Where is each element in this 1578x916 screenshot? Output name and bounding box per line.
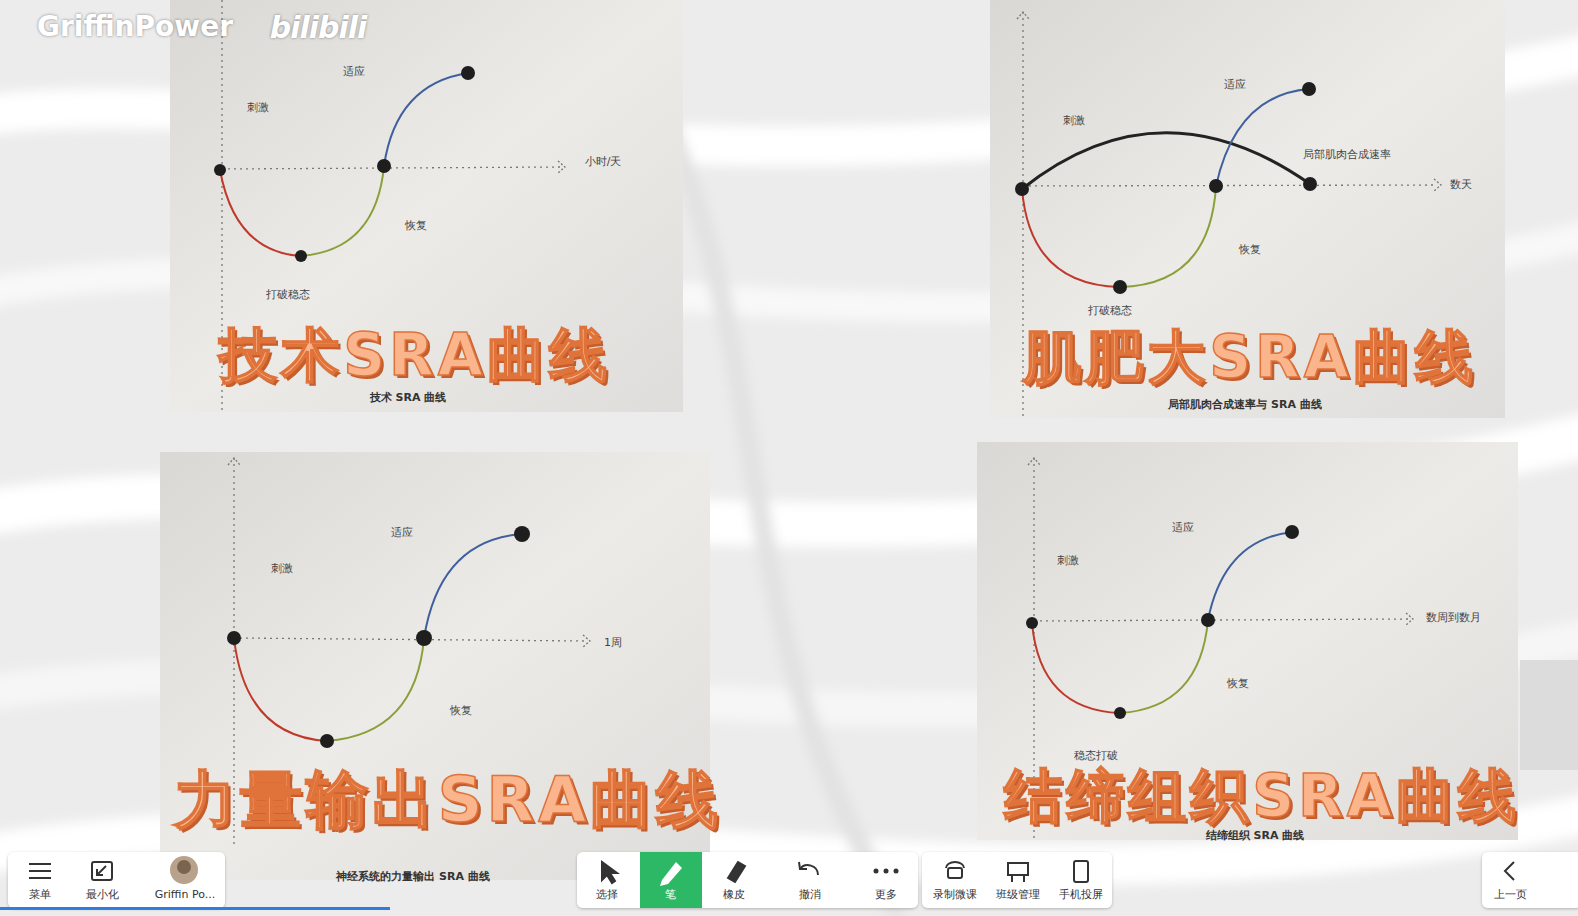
figure-caption: 局部肌肉合成速率与 SRA 曲线 xyxy=(1168,399,1322,412)
toolbar-label: 最小化 xyxy=(86,889,119,902)
diagram-panel: 力量输出SRA曲线神经系统的力量输出 SRA 曲线 xyxy=(160,452,710,880)
diagram-panel: 结缔组织SRA曲线结缔组织 SRA 曲线 xyxy=(977,442,1518,840)
chart-label: 刺激 xyxy=(271,563,293,576)
chart-label: 打破稳态 xyxy=(266,289,310,302)
toolbar-label: 选择 xyxy=(596,889,618,902)
chart-label: 小时/天 xyxy=(585,156,622,169)
chart-label: 恢复 xyxy=(1239,244,1261,257)
watermark: GriffinPower xyxy=(37,11,233,43)
overlay-title: 肌肥大SRA曲线 xyxy=(1023,324,1476,391)
chart-label: 刺激 xyxy=(247,102,269,115)
toolbar-label: 菜单 xyxy=(29,889,51,902)
toolbar-label: 笔 xyxy=(665,889,676,902)
chart-label: 适应 xyxy=(343,66,365,79)
watermark: bilibili xyxy=(270,11,367,46)
chart-label: 稳态打破 xyxy=(1074,750,1118,763)
figure-caption: 结缔组织 SRA 曲线 xyxy=(1206,830,1305,843)
diagram-panel: 技术SRA曲线技术 SRA 曲线 xyxy=(170,0,683,412)
chart-label: 恢复 xyxy=(450,705,472,718)
chart-label: 适应 xyxy=(1224,79,1246,92)
chart-label: 刺激 xyxy=(1057,555,1079,568)
chart-label: 刺激 xyxy=(1063,115,1085,128)
chart-label: 打破稳态 xyxy=(1088,305,1132,318)
figure-caption: 神经系统的力量输出 SRA 曲线 xyxy=(336,871,490,884)
chart-label: 适应 xyxy=(391,527,413,540)
figure-caption: 技术 SRA 曲线 xyxy=(370,392,447,405)
toolbar-label: 录制微课 xyxy=(933,889,977,902)
overlay-title: 结缔组织SRA曲线 xyxy=(1004,763,1519,830)
toolbar-label: 橡皮 xyxy=(723,889,745,902)
chart-label: 数周到数月 xyxy=(1426,612,1481,625)
toolbar-label: 班级管理 xyxy=(996,889,1040,902)
toolbar-label: 上一页 xyxy=(1494,889,1527,902)
chart-label: 数天 xyxy=(1450,179,1472,192)
diagram-panel: 肌肥大SRA曲线局部肌肉合成速率与 SRA 曲线 xyxy=(990,0,1505,418)
chart-label: 适应 xyxy=(1172,522,1194,535)
chart-label: 1周 xyxy=(604,637,622,650)
chart-label: 局部肌肉合成速率 xyxy=(1303,149,1391,162)
chart-label: 恢复 xyxy=(1227,678,1249,691)
chart-label: 恢复 xyxy=(405,220,427,233)
toolbar-label: 更多 xyxy=(875,889,897,902)
overlay-title: 力量输出SRA曲线 xyxy=(174,764,722,835)
toolbar-label: 手机投屏 xyxy=(1059,889,1103,902)
toolbar-label: 撤消 xyxy=(799,889,821,902)
overlay-title: 技术SRA曲线 xyxy=(219,322,610,389)
toolbar-label: Griffin Po... xyxy=(155,889,215,902)
